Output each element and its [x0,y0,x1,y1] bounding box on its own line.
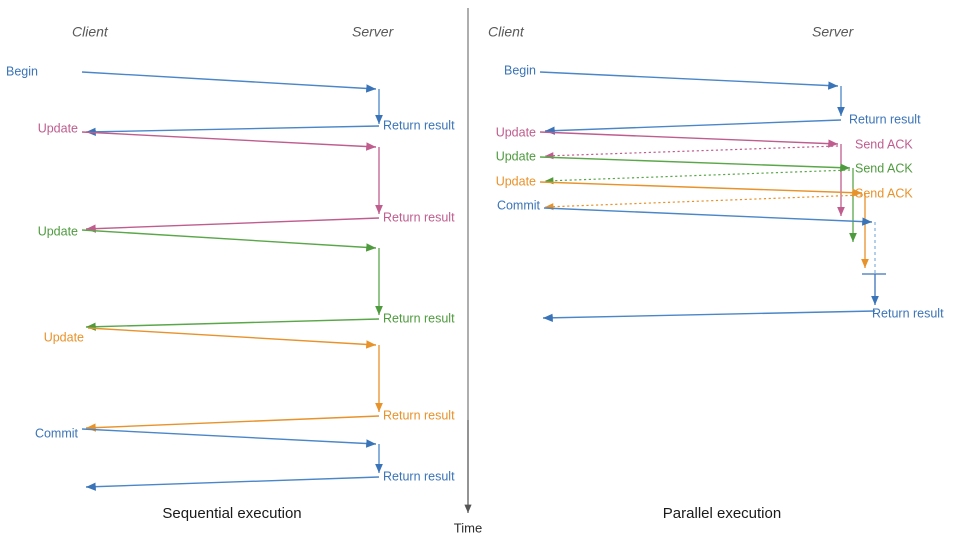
left-arrow-commit-return [85,476,380,491]
right-label-update3: Update [496,174,536,188]
left-label-update2: Update [38,224,78,238]
right-arrow-commit-return [542,310,876,322]
right-arrow-ack2 [544,169,851,185]
time-axis-label: Time [454,520,482,535]
left-arrow-update3-return [85,415,380,432]
left-label-update1: Update [38,121,78,135]
left-label-update3-return: Return result [383,408,455,422]
right-label-ack3: Send ACK [855,186,913,200]
left-label-update1-return: Return result [383,210,455,224]
right-label-begin-return: Return result [849,112,921,126]
right-client-lane-label: Client [488,24,525,40]
right-panel: Client Server Begin Return result Update… [488,24,944,522]
right-arrow-ack3 [544,194,863,211]
left-arrow-update1-request [81,131,377,151]
left-panel-caption: Sequential execution [162,505,301,522]
right-label-commit: Commit [497,198,541,212]
left-label-commit: Commit [35,426,79,440]
left-label-begin: Begin [6,64,38,78]
left-panel: Client Server Begin Return result Update… [6,24,455,522]
right-arrow-update1-request [539,131,839,148]
right-arrow-ack1 [544,145,839,160]
left-label-begin-return: Return result [383,118,455,132]
left-server-lane-label: Server [352,24,395,40]
right-label-commit-return: Return result [872,306,944,320]
left-arrow-update3-request [87,327,377,349]
right-panel-caption: Parallel execution [663,505,781,522]
left-arrow-update2-request [81,229,377,252]
left-arrow-update1-return [85,217,380,233]
left-label-commit-return: Return result [383,469,455,483]
right-label-begin: Begin [504,63,536,77]
right-arrow-begin-request [539,71,839,90]
left-client-lane-label: Client [72,24,109,40]
right-label-ack1: Send ACK [855,137,913,151]
right-arrow-commit-request [543,207,873,226]
right-label-ack2: Send ACK [855,161,913,175]
right-arrow-update2-request [539,156,851,172]
right-server-lane-label: Server [812,24,855,40]
left-arrow-update2-return [85,318,380,331]
left-arrow-begin-request [81,71,377,93]
left-label-update2-return: Return result [383,311,455,325]
left-arrow-commit-request [81,428,377,448]
right-label-update2: Update [496,149,536,163]
right-arrow-begin-return [544,119,842,135]
left-arrow-begin-return [85,125,380,136]
right-arrow-update3-request [539,181,863,197]
right-label-update1: Update [496,125,536,139]
left-label-update3: Update [44,330,84,344]
